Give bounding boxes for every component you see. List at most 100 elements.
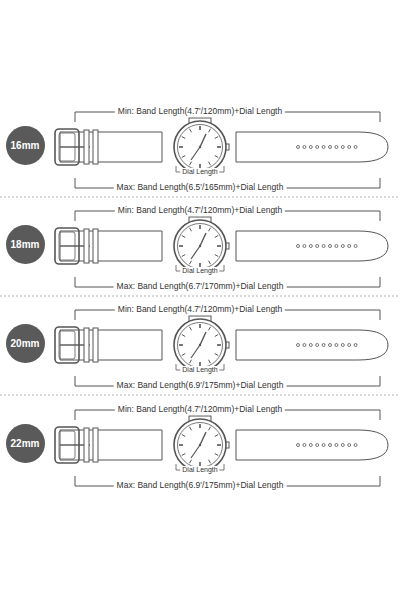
hour-marker — [190, 162, 192, 165]
strap-hole — [322, 245, 325, 248]
keeper — [84, 428, 89, 462]
width-text: 18mm — [11, 239, 40, 250]
hour-marker — [215, 156, 218, 158]
dial-length-label: Dial Length — [180, 168, 219, 176]
hole-strap — [236, 132, 388, 162]
buckle-strap — [60, 231, 162, 261]
strap-hole — [354, 245, 357, 248]
hour-marker — [190, 427, 192, 430]
hour-marker — [179, 444, 183, 446]
strap-hole — [303, 444, 306, 447]
strap-hole — [348, 444, 351, 447]
strap-hole — [335, 245, 338, 248]
minute-hand — [191, 246, 200, 259]
watch-case — [174, 121, 226, 173]
width-badge: 20mm — [6, 324, 45, 363]
hour-hand — [200, 134, 206, 147]
strap-hole — [341, 245, 344, 248]
buckle-strap — [60, 330, 162, 360]
hour-marker — [182, 236, 185, 238]
strap-hole — [354, 444, 357, 447]
hour-marker — [217, 444, 221, 446]
strap-hole — [329, 245, 332, 248]
strap-hole — [316, 344, 319, 347]
hour-marker — [209, 360, 211, 363]
strap-hole — [341, 146, 344, 149]
hour-hand — [200, 233, 206, 246]
strap-hole — [297, 344, 300, 347]
hour-marker — [199, 424, 201, 428]
width-text: 22mm — [11, 438, 40, 449]
hour-marker — [182, 137, 185, 139]
strap-hole — [297, 245, 300, 248]
section-separator — [0, 197, 400, 198]
hour-marker — [217, 146, 221, 148]
minute-hand — [191, 445, 200, 458]
hour-marker — [182, 255, 185, 257]
minute-hand — [191, 345, 200, 358]
strap-hole — [309, 344, 312, 347]
hour-marker — [190, 460, 192, 463]
strap-hole — [303, 146, 306, 149]
width-text: 16mm — [11, 140, 40, 151]
strap-hole — [303, 245, 306, 248]
strap-hole — [322, 344, 325, 347]
strap-hole — [335, 444, 338, 447]
keeper — [93, 328, 98, 362]
hand-pin — [199, 146, 201, 148]
watch-dial — [178, 125, 223, 170]
strap-hole — [329, 444, 332, 447]
hour-marker — [199, 225, 201, 229]
strap-hole — [354, 344, 357, 347]
width-badge: 16mm — [6, 126, 45, 165]
band-length-label: Max: Band Length(6.5'/165mm)+Dial Length — [114, 183, 287, 193]
section-separator — [0, 296, 400, 297]
hour-marker — [209, 129, 211, 132]
keeper — [93, 130, 98, 164]
strap-hole — [322, 444, 325, 447]
width-badge: 22mm — [6, 424, 45, 463]
hole-strap — [236, 430, 388, 460]
strap-hole — [322, 146, 325, 149]
strap-hole — [329, 344, 332, 347]
keeper — [84, 130, 89, 164]
strap-hole — [341, 344, 344, 347]
watch-case — [174, 419, 226, 471]
hour-marker — [190, 327, 192, 330]
band-length-label: Max: Band Length(6.9'/175mm)+Dial Length — [114, 481, 287, 491]
keeper — [93, 428, 98, 462]
hour-marker — [190, 228, 192, 231]
hour-marker — [215, 137, 218, 139]
hour-marker — [190, 360, 192, 363]
buckle-strap — [60, 132, 162, 162]
strap-hole — [341, 444, 344, 447]
width-text: 20mm — [11, 338, 40, 349]
strap-hole — [309, 444, 312, 447]
hour-marker — [209, 427, 211, 430]
hour-marker — [217, 344, 221, 346]
strap-hole — [335, 344, 338, 347]
hour-marker — [209, 228, 211, 231]
hand-pin — [199, 245, 201, 247]
strap-hole — [303, 344, 306, 347]
hour-marker — [182, 354, 185, 356]
strap-hole — [348, 245, 351, 248]
strap-hole — [297, 146, 300, 149]
watch-dial — [178, 224, 223, 269]
minute-hand — [191, 147, 200, 160]
band-length-label: Min: Band Length(4.7'/120mm)+Dial Length — [115, 206, 285, 216]
dial-length-label: Dial Length — [180, 366, 219, 374]
watch-dial — [178, 423, 223, 468]
band-length-label: Max: Band Length(6.7'/170mm)+Dial Length — [114, 282, 287, 292]
hour-marker — [215, 335, 218, 337]
hour-marker — [182, 335, 185, 337]
hour-marker — [190, 261, 192, 264]
strap-hole — [329, 146, 332, 149]
strap-hole — [348, 344, 351, 347]
strap-hole — [316, 245, 319, 248]
band-length-label: Min: Band Length(4.7'/120mm)+Dial Length — [115, 405, 285, 415]
hour-marker — [215, 454, 218, 456]
hour-marker — [215, 236, 218, 238]
hour-marker — [199, 324, 201, 328]
